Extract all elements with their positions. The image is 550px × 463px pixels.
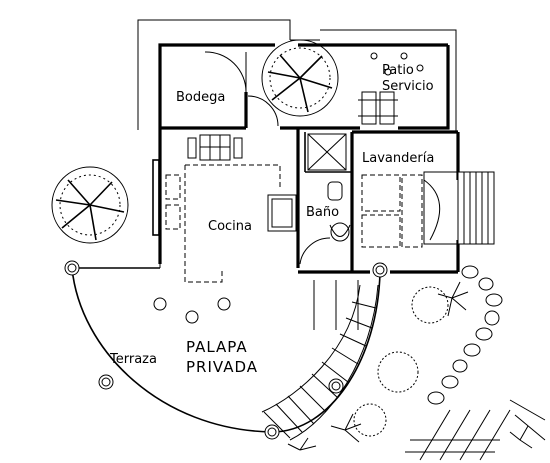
tree-icon <box>51 166 129 244</box>
table-grid <box>187 134 243 161</box>
patio-items <box>358 52 424 125</box>
laundry-fixtures <box>361 171 495 248</box>
room-label-bodega: Bodega <box>176 90 225 105</box>
room-label-terraza: Terraza <box>109 352 157 367</box>
stone-path <box>427 265 503 405</box>
room-label-lavanderia: Lavandería <box>362 151 434 166</box>
walls <box>158 43 460 274</box>
room-label-palapa-2: PRIVADA <box>186 358 258 376</box>
shower <box>307 133 351 242</box>
stair-icon <box>261 280 379 441</box>
garden-grid <box>405 399 546 461</box>
shrub-icon <box>353 286 449 437</box>
room-label-palapa-1: PALAPA <box>186 338 248 356</box>
terrace-outline <box>64 260 388 440</box>
room-label-patio-1: Patio <box>382 63 414 78</box>
kitchen-counters <box>152 159 297 283</box>
fern-icon <box>287 281 533 451</box>
tree-icon <box>261 39 339 117</box>
room-label-bano: Baño <box>306 205 339 220</box>
room-label-cocina: Cocina <box>208 219 252 234</box>
room-label-patio-2: Servicio <box>382 79 434 94</box>
door-swing-icon <box>204 51 331 265</box>
bar-stools <box>153 297 231 324</box>
